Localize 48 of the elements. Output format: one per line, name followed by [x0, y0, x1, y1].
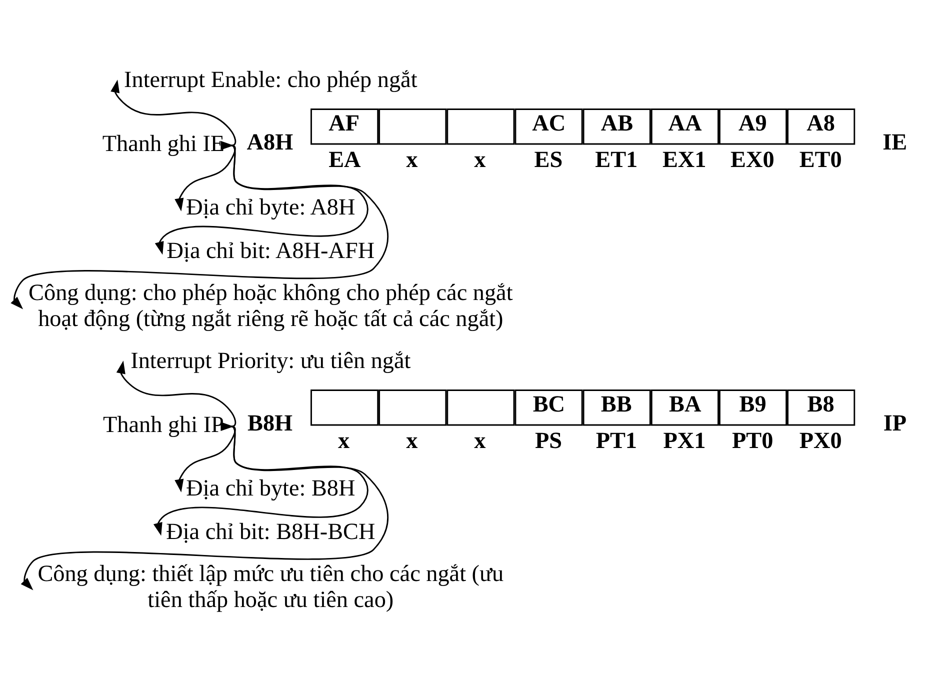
node-label: x	[406, 146, 418, 172]
node-text: Địa chỉ bit: B8H-BCH	[166, 518, 376, 545]
node-label: PT1	[596, 427, 638, 454]
node-label: PT0	[732, 427, 774, 454]
label: IP	[883, 410, 907, 436]
node-text: A8H	[246, 129, 294, 156]
node-box: BC	[514, 389, 583, 426]
arrow	[220, 421, 234, 431]
node-box: AC	[514, 108, 583, 144]
node-label: ET0	[799, 146, 842, 172]
node-box: B8	[787, 389, 856, 426]
node-label: ET1	[595, 146, 638, 172]
node-box	[446, 108, 515, 144]
node-box: A9	[718, 108, 788, 144]
node-text: Công dụng: thiết lập mức ưu tiên cho các ngắt (ưu tiên thấp hoặc ưu tiên cao)	[38, 560, 504, 613]
node-box: AF	[310, 108, 379, 144]
node-text: Thanh ghi IE	[102, 130, 225, 156]
node-text: Địa chỉ byte: B8H	[186, 475, 356, 502]
node-box	[378, 108, 447, 144]
node-text: Địa chỉ byte: A8H	[186, 194, 356, 220]
node-box: BA	[650, 389, 719, 426]
node-text: Thanh ghi IP	[103, 411, 224, 438]
node-box: AB	[582, 108, 651, 144]
label: IE	[882, 129, 908, 156]
node-box: A8	[787, 108, 856, 144]
node-label: ES	[534, 146, 563, 172]
node-text: Interrupt Priority: ưu tiên ngắt	[130, 348, 411, 374]
node-box	[310, 389, 379, 426]
node-box	[378, 389, 447, 426]
node-label: x	[406, 427, 418, 454]
node-box: AA	[650, 108, 719, 144]
node-label: EX0	[730, 146, 774, 172]
node-box: B9	[718, 389, 788, 426]
node-label: EA	[328, 146, 361, 172]
node-label: x	[474, 146, 486, 172]
node-label: PX0	[799, 427, 842, 454]
node-label: PS	[535, 427, 562, 454]
node-label: PX1	[663, 427, 706, 454]
node-label: x	[338, 427, 350, 454]
node-text: Interrupt Enable: cho phép ngắt	[124, 66, 418, 93]
node-label: x	[474, 427, 486, 454]
node-text: B8H	[248, 410, 293, 436]
node-text: Công dụng: cho phép hoặc không cho phép các ngắt hoạt động (từng ngắt riêng rẽ hoặc tất cả các ngắt)	[28, 280, 513, 332]
node-box: BB	[582, 389, 651, 426]
node-text: Địa chỉ bit: A8H-AFH	[166, 238, 375, 264]
arrow	[220, 140, 234, 150]
node-label: EX1	[662, 146, 706, 172]
node-box	[446, 389, 515, 426]
